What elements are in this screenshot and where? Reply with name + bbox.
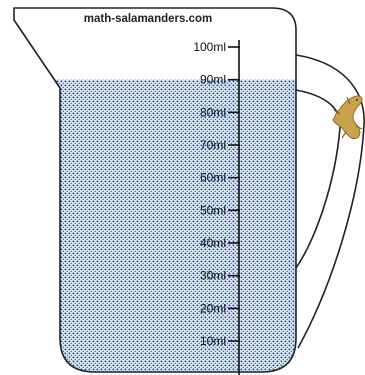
scale-label: 20ml — [200, 301, 226, 315]
measurement-scale: 100ml 90ml 80ml 70ml 60ml 50ml 40ml 30ml 20ml 10m… — [193, 40, 240, 348]
site-watermark: math-salamanders.com — [84, 13, 212, 25]
scale-label: 100ml — [193, 40, 226, 54]
liquid-fill — [14, 79, 296, 372]
scale-label: 50ml — [200, 203, 226, 217]
beaker-outline — [13, 7, 297, 373]
salamander-logo-icon — [332, 95, 363, 140]
scale-label: 30ml — [200, 269, 226, 283]
scale-label: 40ml — [200, 236, 226, 250]
scale-label: 70ml — [200, 138, 226, 152]
scale-label: 10ml — [200, 334, 226, 348]
scale-label: 80ml — [200, 105, 226, 119]
scale-label: 60ml — [200, 171, 226, 185]
beaker-handle — [295, 54, 365, 349]
scale-label: 90ml — [200, 73, 226, 87]
